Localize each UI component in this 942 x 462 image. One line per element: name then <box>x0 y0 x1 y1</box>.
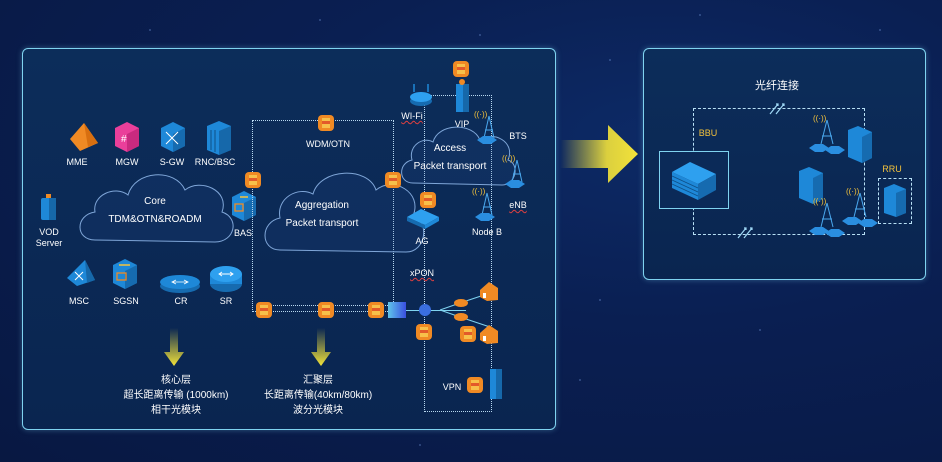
transition-arrow-icon <box>560 125 638 183</box>
vod-server-label: VOD Server <box>36 227 63 249</box>
vpn-label: VPN <box>442 382 462 392</box>
fiber-signal-arrows-icon <box>769 103 785 115</box>
optical-module-icon <box>385 172 401 188</box>
core-layer-description: 核心层 超长距离传输 (1000km) 相干光模块 <box>123 373 228 418</box>
onu-home-icon-2 <box>480 325 498 344</box>
fiber-signal-arrows-icon <box>737 227 753 239</box>
wdm-otn-label: WDM/OTN <box>306 139 350 149</box>
svg-text:((·)): ((·)) <box>472 187 486 196</box>
optical-module-icon <box>318 302 334 318</box>
access-cloud-line1: Access <box>433 143 467 154</box>
core-cloud <box>79 174 234 243</box>
svg-text:((·)): ((·)) <box>813 114 827 123</box>
optical-module-icon <box>318 115 334 131</box>
vod-label-line1: VOD <box>39 227 59 237</box>
svg-text:((·)): ((·)) <box>474 110 488 119</box>
aggregation-layer-description: 汇聚层 长距离传输(40km/80km) 波分光模块 <box>264 373 372 418</box>
xpon-label-text: xPON <box>409 268 435 278</box>
svg-text:((·)): ((·)) <box>846 187 860 196</box>
core-layer-module: 相干光模块 <box>150 405 201 416</box>
ag-label: AG <box>415 236 429 246</box>
vod-label-line2: Server <box>35 238 63 248</box>
rru-label: RRU <box>882 164 902 174</box>
core-cloud-line2: TDM&OTN&ROADM <box>108 214 202 225</box>
enb-label: eNB <box>509 200 527 210</box>
optical-module-icon <box>368 302 384 318</box>
onu-home-icon-1 <box>480 282 498 301</box>
cr-label: CR <box>174 296 188 306</box>
aggregation-layer-title: 汇聚层 <box>302 375 333 386</box>
aggregation-down-arrow-icon <box>311 328 331 366</box>
rnc-bsc-device-icon <box>207 121 231 155</box>
optical-module-icon <box>420 192 436 208</box>
mgw-label: MGW <box>115 157 139 167</box>
bts-tower-icon: ((·)) <box>474 110 497 144</box>
bbu-box <box>659 151 729 209</box>
rru-box <box>878 178 912 224</box>
sr-label: SR <box>219 296 233 306</box>
optical-module-icon <box>467 377 483 393</box>
optical-module-icon <box>416 324 432 340</box>
core-cloud-line1: Core <box>144 196 166 207</box>
enb-tower-icon: ((·)) <box>502 154 525 188</box>
rnc-bsc-label: RNC/BSC <box>194 157 236 167</box>
optical-module-icon <box>460 326 476 342</box>
tower-cell-icon: ((·)) <box>842 187 878 227</box>
enb-label-text: eNB <box>509 200 527 210</box>
ag-switch-icon <box>407 209 439 229</box>
vip-server-icon <box>456 79 469 112</box>
mme-device-icon <box>70 123 98 151</box>
nodeb-tower-icon: ((·)) <box>472 187 495 221</box>
aggregation-layer-distance: 长距离传输(40km/80km) <box>263 390 373 401</box>
core-layer-distance: 超长距离传输 (1000km) <box>123 390 229 401</box>
sgsn-device-icon <box>113 259 137 289</box>
svg-text:((·)): ((·)) <box>502 154 516 163</box>
bbu-label: BBU <box>698 128 718 138</box>
bbu-server-icon <box>671 162 716 200</box>
xpon-label: xPON <box>410 268 434 278</box>
tower-cell-icon: ((·)) <box>809 114 845 154</box>
cr-router-icon <box>160 275 200 293</box>
vpn-server-icon <box>490 369 502 399</box>
access-cloud-line2: Packet transport <box>413 161 487 172</box>
mgw-device-icon: # <box>115 122 139 152</box>
olt-device-icon <box>388 302 406 318</box>
vip-label: VIP <box>454 119 470 129</box>
bas-device-icon <box>232 191 256 221</box>
access-cloud-label: Access Packet transport <box>414 140 487 176</box>
splitter-icon <box>419 304 431 316</box>
aggregation-cloud-label: Aggregation Packet transport <box>286 197 359 233</box>
mme-label: MME <box>66 157 88 167</box>
msc-device-icon <box>67 260 95 286</box>
optical-module-icon <box>245 172 261 188</box>
wifi-router-icon <box>410 84 432 106</box>
rru-cabinet-icon <box>884 184 906 217</box>
core-layer-title: 核心层 <box>160 375 191 386</box>
wifi-label-text: WI-Fi <box>401 111 423 121</box>
nodeb-label: Node B <box>471 227 503 237</box>
sgw-label: S-GW <box>159 157 185 167</box>
pon-fiber-line <box>406 310 466 311</box>
sr-router-icon <box>210 266 242 292</box>
optical-module-icon <box>453 61 469 77</box>
aggregation-cloud-line2: Packet transport <box>285 218 359 229</box>
core-down-arrow-icon <box>164 328 184 366</box>
svg-text:((·)): ((·)) <box>813 197 827 206</box>
sgsn-label: SGSN <box>113 296 139 306</box>
wifi-label: WI-Fi <box>401 111 423 121</box>
bas-label: BAS <box>233 228 253 238</box>
sgw-device-icon <box>161 122 185 152</box>
bts-label: BTS <box>509 131 527 141</box>
core-cloud-label: Core TDM&OTN&ROADM <box>108 193 201 229</box>
vod-server-icon <box>41 194 56 220</box>
optical-module-icon <box>256 302 272 318</box>
cabinet-icon <box>848 126 872 163</box>
cabinet-icon <box>799 167 823 204</box>
aggregation-layer-module: 波分光模块 <box>292 405 343 416</box>
svg-text:#: # <box>121 134 127 145</box>
tower-cell-icon: ((·)) <box>809 197 845 237</box>
fiber-connection-title: 光纤连接 <box>755 80 799 92</box>
msc-label: MSC <box>69 296 89 306</box>
aggregation-cloud-line1: Aggregation <box>295 200 349 211</box>
